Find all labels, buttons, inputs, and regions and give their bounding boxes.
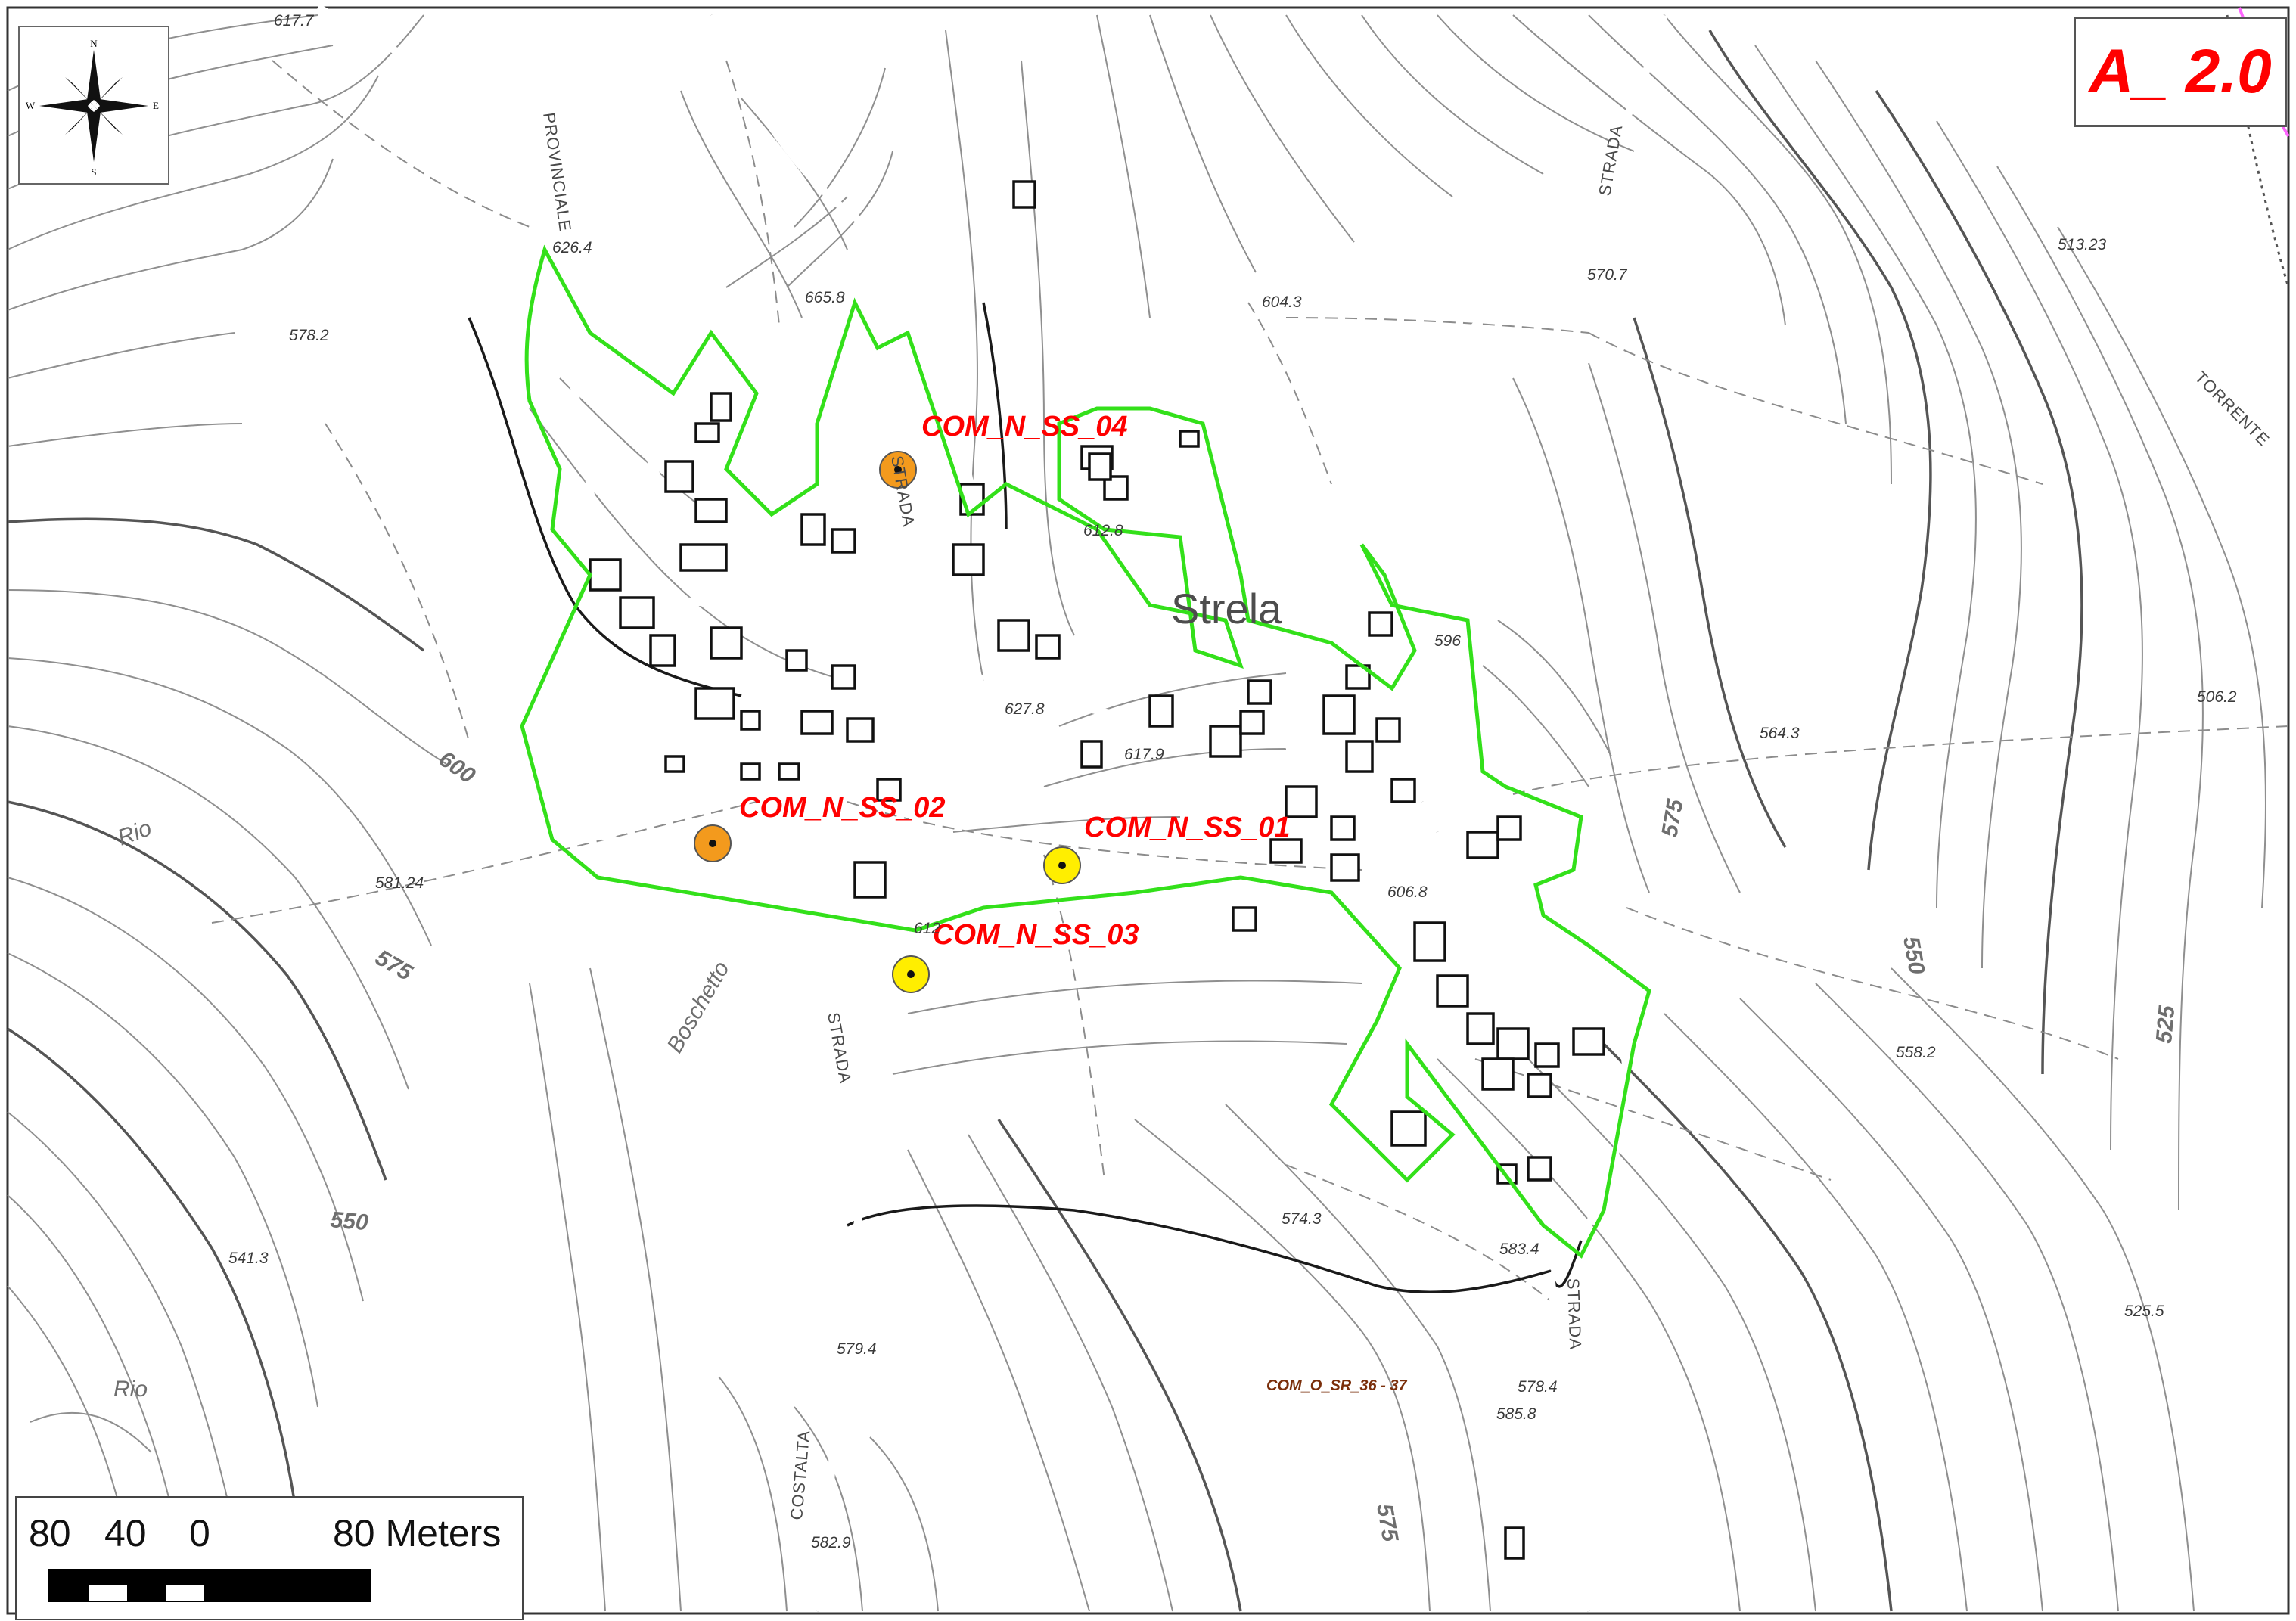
svg-text:578.2: 578.2 [289, 327, 329, 344]
svg-text:579.4: 579.4 [837, 1340, 877, 1358]
svg-text:525.5: 525.5 [2124, 1303, 2164, 1320]
svg-text:612: 612 [914, 920, 940, 937]
svg-text:606.8: 606.8 [1387, 883, 1428, 901]
compass-w: W [26, 100, 36, 111]
reference-label: COM_O_SR_36 - 37 [1266, 1377, 1408, 1394]
site-01-label: COM_N_SS_01 [1084, 812, 1290, 843]
svg-text:570.7: 570.7 [1587, 266, 1628, 284]
compass-n: N [90, 38, 98, 49]
svg-text:Rio: Rio [113, 1377, 148, 1402]
svg-text:612.8: 612.8 [1083, 522, 1123, 539]
north-arrow-panel: N S E W [18, 26, 169, 185]
svg-text:574.3: 574.3 [1282, 1210, 1322, 1228]
svg-text:617.9: 617.9 [1124, 746, 1164, 763]
svg-text:583.4: 583.4 [1499, 1241, 1539, 1258]
svg-text:506.2: 506.2 [2197, 688, 2237, 706]
sheet-title-box: A_ 2.0 [2074, 17, 2287, 127]
svg-text:596: 596 [1434, 632, 1461, 650]
svg-text:617.7: 617.7 [274, 12, 315, 30]
svg-text:582.9: 582.9 [811, 1534, 851, 1551]
scale-label-80-meters: 80 Meters [333, 1512, 502, 1554]
svg-text:627.8: 627.8 [1005, 700, 1045, 718]
svg-text:564.3: 564.3 [1760, 725, 1800, 742]
tracks [211, 60, 2289, 1302]
sheet-title: A_ 2.0 [2089, 37, 2272, 106]
locality-label: Strela [1171, 585, 1282, 632]
scale-label-80-left: 80 [29, 1512, 71, 1554]
svg-text:578.4: 578.4 [1518, 1378, 1558, 1396]
sample-sites: COM_N_SS_01 COM_N_SS_02 COM_N_SS_03 COM_… [694, 411, 1290, 993]
compass-s: S [91, 166, 96, 178]
svg-text:585.8: 585.8 [1496, 1405, 1536, 1423]
compass-rose-icon: N S E W [26, 38, 159, 178]
svg-text:665.8: 665.8 [805, 289, 845, 306]
elevation-points: 617.7 626.4 665.8 578.2 604.3 570.7 513.… [228, 12, 2237, 1551]
svg-text:581.24: 581.24 [375, 874, 424, 892]
site-02-label: COM_N_SS_02 [739, 792, 945, 824]
svg-text:558.2: 558.2 [1896, 1044, 1936, 1061]
svg-text:541.3: 541.3 [228, 1250, 269, 1267]
site-03-label: COM_N_SS_03 [933, 919, 1139, 951]
scale-label-0: 0 [189, 1512, 210, 1554]
site-04-label: COM_N_SS_04 [921, 411, 1127, 443]
svg-text:604.3: 604.3 [1262, 293, 1302, 311]
svg-text:STRADA: STRADA [1564, 1278, 1585, 1350]
svg-text:626.4: 626.4 [552, 239, 592, 256]
svg-text:525: 525 [2152, 1004, 2179, 1045]
buildings [589, 180, 1605, 1560]
scale-bar-segments [48, 1569, 371, 1602]
svg-text:513.23: 513.23 [2058, 236, 2107, 253]
scale-label-40: 40 [104, 1512, 147, 1554]
svg-text:550: 550 [329, 1207, 369, 1235]
compass-e: E [153, 100, 159, 111]
scale-bar-panel: 80 40 0 80 Meters [15, 1496, 524, 1620]
contour-lines [7, 14, 2266, 1612]
study-area-boundary [520, 244, 1651, 1259]
